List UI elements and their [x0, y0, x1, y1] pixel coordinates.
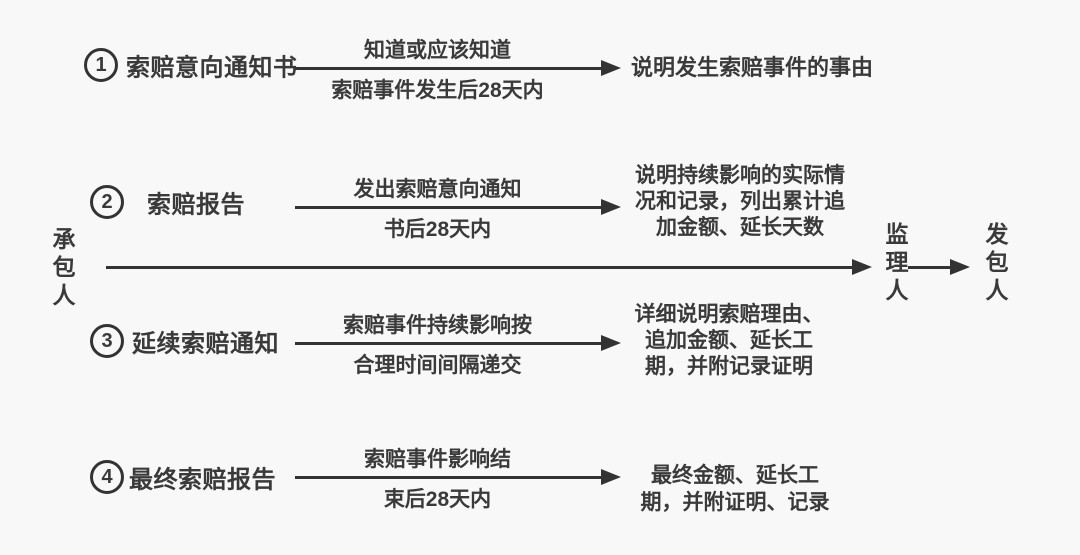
step-2-number: 2 — [101, 190, 113, 213]
step-4-number-badge: 4 — [90, 460, 124, 494]
step-1-timing-label-bottom: 索赔事件发生后28天内 — [331, 79, 544, 102]
step-4-arrowhead-icon — [601, 469, 621, 485]
step-1-result-text: 说明发生索赔事件的事由 — [630, 55, 873, 80]
step-2-arrow-line — [295, 206, 603, 209]
step-4-result-text: 最终金额、延长工 期，并附证明、记录 — [640, 464, 830, 514]
contractor-to-supervisor-arrowhead-icon — [852, 259, 872, 275]
step-4-timing-label-top: 索赔事件影响结 — [364, 448, 511, 471]
supervisor-to-employer-arrow-line — [908, 266, 950, 269]
step-4-number: 4 — [101, 465, 113, 488]
step-2-timing-label-bottom: 书后28天内 — [383, 218, 492, 241]
contractor-to-supervisor-arrow-line — [106, 266, 852, 269]
step-2-timing-label-top: 发出索赔意向通知 — [353, 178, 522, 201]
step-3-number-badge: 3 — [90, 324, 124, 358]
step-2-result-text: 说明持续影响的实际情 况和记录，列出累计追 加金额、延长天数 — [635, 164, 845, 239]
step-3-arrow-line — [295, 342, 603, 345]
step-3-result-text: 详细说明索赔理由、 追加金额、延长工 期，并附记录证明 — [634, 303, 824, 378]
step-1-title: 索赔意向通知书 — [126, 54, 298, 82]
step-4-title: 最终索赔报告 — [129, 466, 276, 494]
actor-contractor: 承包人 — [49, 227, 75, 311]
step-1-arrow-line — [295, 67, 603, 70]
step-1-arrowhead-icon — [601, 60, 621, 76]
step-2-arrowhead-icon — [601, 199, 621, 215]
step-3-title: 延续索赔通知 — [132, 330, 279, 358]
step-2-number-badge: 2 — [90, 185, 124, 219]
step-3-timing-label-top: 索赔事件持续影响按 — [343, 314, 532, 337]
step-2-title: 索赔报告 — [147, 191, 245, 219]
step-3-timing-label-bottom: 合理时间间隔递交 — [353, 354, 522, 377]
step-4-timing-label-bottom: 束后28天内 — [383, 488, 492, 511]
supervisor-to-employer-arrowhead-icon — [950, 259, 970, 275]
actor-supervisor: 监理人 — [882, 222, 908, 306]
step-1-number-badge: 1 — [84, 48, 118, 82]
step-3-number: 3 — [101, 329, 113, 352]
step-4-arrow-line — [295, 476, 603, 479]
step-1-timing-label-top: 知道或应该知道 — [364, 39, 511, 62]
actor-employer: 发包人 — [982, 222, 1008, 306]
step-3-arrowhead-icon — [601, 335, 621, 351]
step-1-number: 1 — [95, 53, 107, 76]
